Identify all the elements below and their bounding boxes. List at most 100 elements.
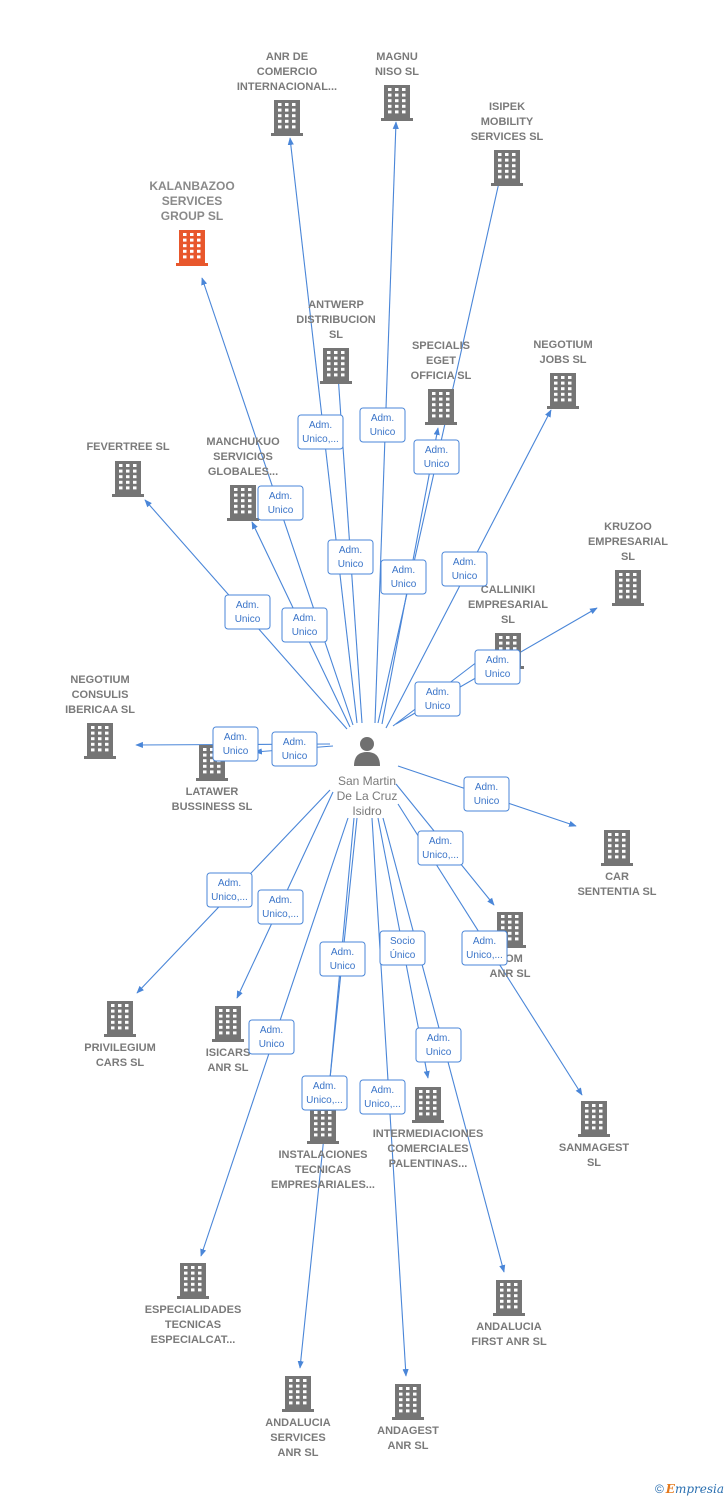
role-badge[interactable]: Adm.Unico (414, 681, 461, 717)
role-badge[interactable]: Adm.Unico (441, 551, 488, 587)
building-windows (183, 233, 201, 259)
role-badge[interactable]: Adm.Unico (319, 941, 366, 977)
role-label: Adm.Unico (259, 1025, 285, 1050)
person-icon[interactable] (354, 737, 380, 766)
role-badge[interactable]: Adm.Unico (327, 539, 374, 575)
role-badge[interactable]: Adm.Unico (248, 1019, 295, 1055)
role-badge[interactable]: Adm.Unico (463, 776, 510, 812)
company-node-fevertree[interactable]: FEVERTREE SL (86, 441, 170, 497)
role-label: Adm.Unico (391, 565, 417, 590)
role-badge[interactable]: Adm.Unico (359, 407, 406, 443)
role-badge[interactable]: Adm.Unico,... (301, 1075, 348, 1111)
building-windows (388, 88, 406, 114)
building-windows (619, 573, 637, 599)
role-label: Adm.Unico (282, 737, 308, 762)
role-badge[interactable]: Adm.Unico (257, 485, 304, 521)
building-windows (327, 351, 345, 377)
role-badge[interactable]: Adm.Unico (224, 594, 271, 630)
role-badge[interactable]: Adm.Unico (474, 649, 521, 685)
role-label: Adm.Unico (485, 655, 511, 680)
role-badge[interactable]: Adm.Unico,... (417, 830, 464, 866)
role-badge[interactable]: Adm.Unico (380, 559, 427, 595)
role-badge[interactable]: Adm.Unico (281, 607, 328, 643)
building-windows (498, 153, 516, 179)
building-windows (111, 1004, 129, 1030)
building-windows (184, 1266, 202, 1292)
role-label: Adm.Unico (223, 732, 249, 757)
role-badge[interactable]: Adm.Unico,... (359, 1079, 406, 1115)
role-label: Adm.Unico (370, 413, 396, 438)
building-windows (500, 1283, 518, 1309)
building-windows (219, 1009, 237, 1035)
company-label: FEVERTREE SL (86, 441, 169, 453)
footer-brand[interactable]: ©Empresia (655, 1482, 724, 1496)
building-windows (289, 1379, 307, 1405)
role-badge[interactable]: Adm.Unico (271, 731, 318, 767)
building-windows (554, 376, 572, 402)
building-windows (278, 103, 296, 129)
building-windows (399, 1387, 417, 1413)
role-label: Adm.Unico (425, 687, 451, 712)
building-windows (234, 488, 252, 514)
building-windows (432, 392, 450, 418)
role-badge[interactable]: Adm.Unico,... (257, 889, 304, 925)
role-label: Adm.Unico,... (262, 895, 299, 920)
role-label: Adm.Unico,... (211, 878, 248, 903)
role-label: Adm.Unico (235, 600, 261, 625)
role-label: Adm.Unico (474, 782, 500, 807)
role-badge[interactable]: Adm.Unico,... (297, 414, 344, 450)
role-label: Adm.Unico (338, 545, 364, 570)
role-badge[interactable]: Adm.Unico (415, 1027, 462, 1063)
role-label: Adm.Unico,... (306, 1081, 343, 1106)
role-label: Adm.Unico,... (466, 936, 503, 961)
role-badge[interactable]: Adm.Unico (413, 439, 460, 475)
role-badge[interactable]: Adm.Unico,... (206, 872, 253, 908)
building-windows (501, 915, 519, 941)
building-windows (419, 1090, 437, 1116)
role-label: Adm.Unico (292, 613, 318, 638)
role-badge[interactable]: Adm.Unico,... (461, 930, 508, 966)
role-label: Adm.Unico,... (422, 836, 459, 861)
role-badge[interactable]: Adm.Unico (212, 726, 259, 762)
role-label: Adm.Unico (426, 1033, 452, 1058)
building-windows (314, 1111, 332, 1137)
